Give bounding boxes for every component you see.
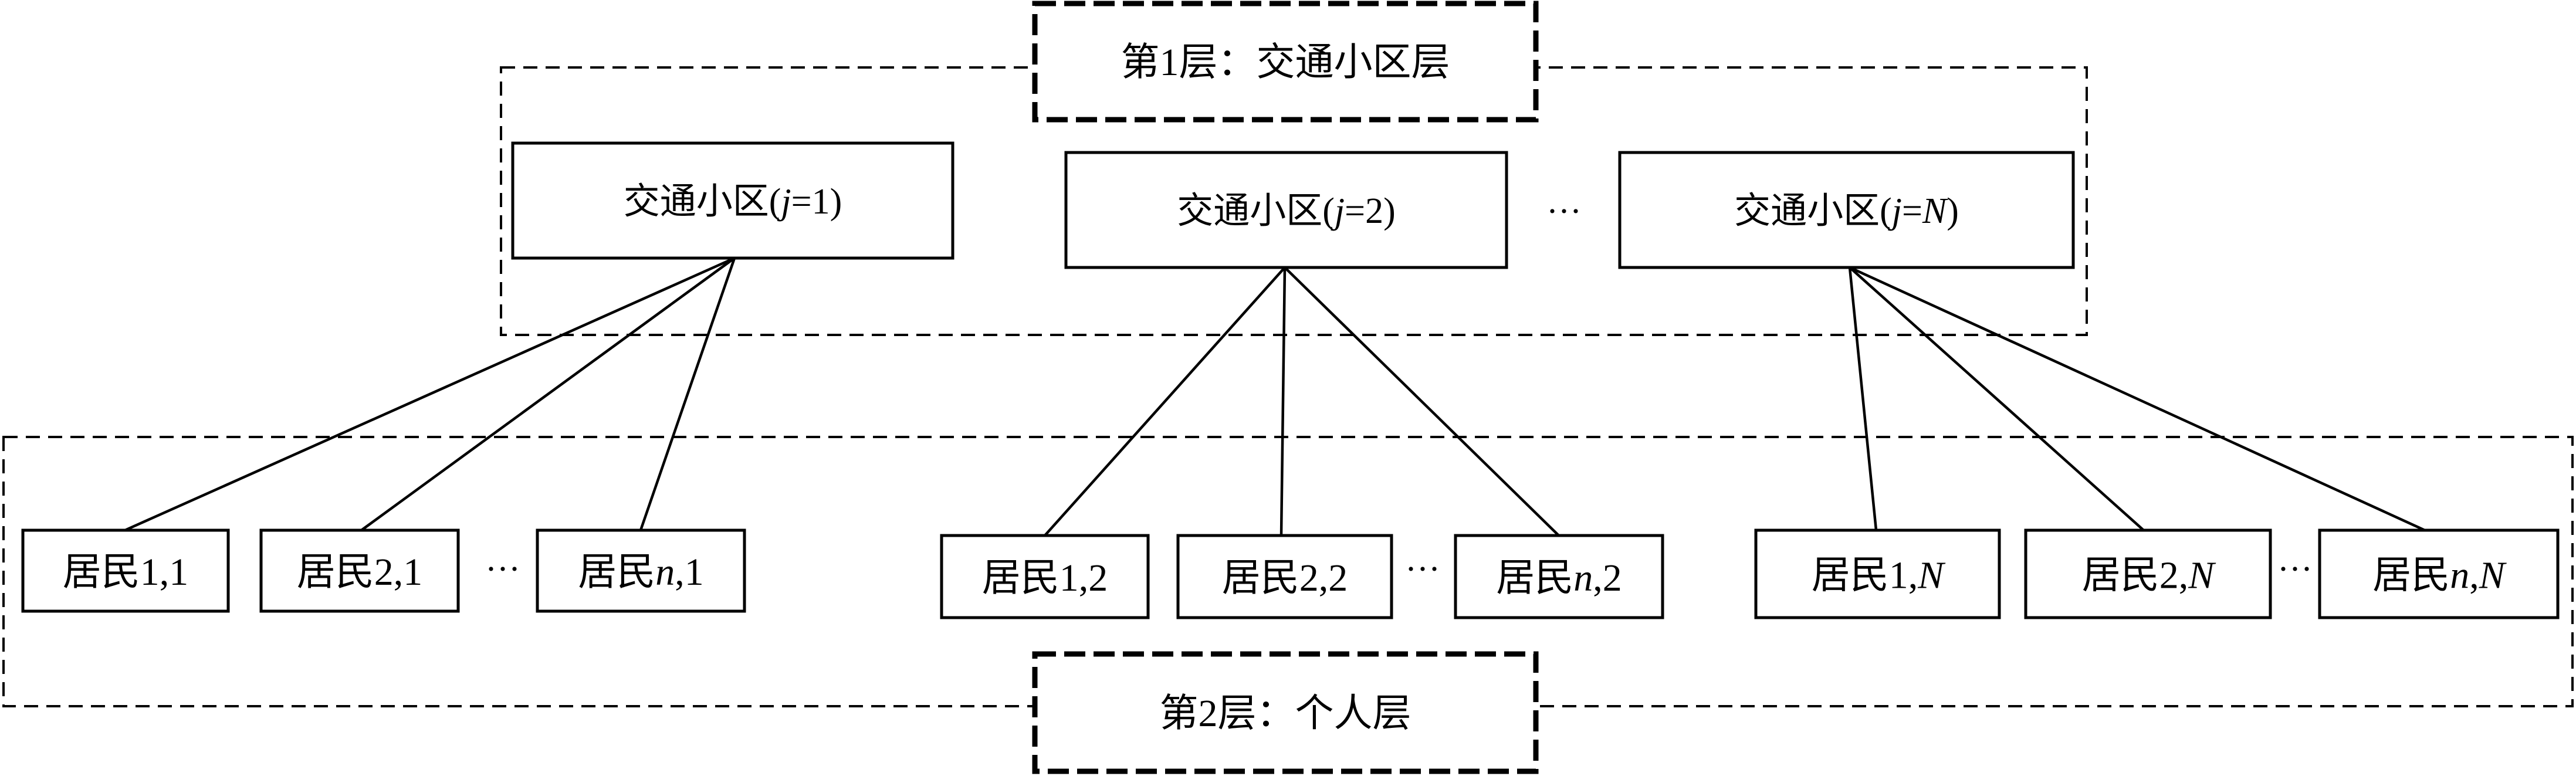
resident-label-sep: , bbox=[1319, 557, 1329, 599]
resident-label-prefix: 居民 bbox=[1496, 557, 1573, 599]
zone-label-value: N bbox=[1922, 191, 1949, 231]
resident-box-1-2: 居民1,2 bbox=[940, 534, 1150, 619]
resident-label-prefix: 居民 bbox=[1812, 554, 1889, 597]
zone-label-value: 1 bbox=[812, 182, 830, 222]
resident-label-index: 2 bbox=[1299, 557, 1319, 599]
resident-label-sep: , bbox=[2179, 554, 2189, 597]
resident-label-prefix: 居民 bbox=[2372, 554, 2450, 597]
resident-label: 居民1,1 bbox=[63, 551, 189, 594]
link-zone-2-resident-2 bbox=[1279, 267, 1287, 536]
resident-label-zone: N bbox=[2479, 554, 2507, 597]
layer-1-label: 第1层：交通小区层 bbox=[1032, 1, 1539, 123]
resident-label-index: 2 bbox=[374, 551, 394, 594]
resident-label-prefix: 居民 bbox=[2082, 554, 2159, 597]
resident-label: 居民n,N bbox=[2372, 554, 2507, 597]
resident-label-prefix: 居民 bbox=[1222, 557, 1299, 599]
resident-label: 居民2,1 bbox=[297, 551, 423, 594]
resident-label-prefix: 居民 bbox=[578, 551, 655, 594]
resident-ellipsis-1: ··· bbox=[485, 550, 520, 588]
resident-label-zone: 2 bbox=[1603, 557, 1622, 599]
resident-label-index: 2 bbox=[2159, 554, 2179, 597]
zone-box-2: 交通小区(j=2) bbox=[1064, 151, 1508, 269]
zone-label-value: 2 bbox=[1365, 191, 1383, 231]
layer-1-label-text: 第1层：交通小区层 bbox=[1121, 41, 1450, 84]
zone-label: 交通小区(j=1) bbox=[624, 182, 842, 222]
zone-label: 交通小区(j=N) bbox=[1734, 191, 1959, 231]
resident-label-zone: 1 bbox=[685, 551, 704, 594]
resident-box-1-3: 居民1,N bbox=[1754, 528, 2001, 619]
resident-label-zone: 2 bbox=[1328, 557, 1348, 599]
link-zone-3-resident-2 bbox=[1849, 266, 2145, 531]
zone-resident-links bbox=[124, 256, 2437, 537]
zone-label-prefix: 交通小区( bbox=[624, 182, 781, 222]
resident-label-sep: , bbox=[2469, 554, 2479, 597]
resident-label: 居民2,2 bbox=[1222, 557, 1348, 599]
traffic-zones: 交通小区(j=1) 交通小区(j=2) 交通小区(j=N) bbox=[511, 141, 2075, 269]
resident-box-3-1: 居民n,1 bbox=[536, 528, 746, 613]
resident-label-sep: , bbox=[1908, 554, 1918, 597]
resident-label: 居民1,2 bbox=[982, 557, 1108, 599]
link-zone-2-resident-3 bbox=[1284, 266, 1560, 537]
layer-2-label: 第2层：个人层 bbox=[1032, 651, 1539, 774]
link-zone-2-resident-1 bbox=[1044, 266, 1286, 537]
zone-label-eq: = bbox=[791, 182, 812, 222]
zone-label-suffix: ) bbox=[1383, 191, 1396, 231]
resident-box-1-1: 居民1,1 bbox=[21, 528, 230, 613]
resident-label-sep: , bbox=[394, 551, 404, 594]
zone-label-prefix: 交通小区( bbox=[1177, 191, 1335, 231]
link-zone-3-resident-1 bbox=[1848, 267, 1878, 531]
link-zone-1-resident-3 bbox=[639, 257, 736, 531]
resident-label-index: n bbox=[1573, 557, 1593, 599]
resident-box-2-3: 居民2,N bbox=[2024, 528, 2272, 619]
link-zone-1-resident-2 bbox=[360, 257, 736, 531]
resident-label: 居民2,N bbox=[2082, 554, 2217, 597]
zone-box-1: 交通小区(j=1) bbox=[511, 141, 954, 260]
zone-label-suffix: ) bbox=[1947, 191, 1959, 231]
zone-ellipsis: ··· bbox=[1546, 192, 1582, 231]
resident-label-prefix: 居民 bbox=[297, 551, 374, 594]
zone-label-suffix: ) bbox=[830, 182, 842, 222]
zone-box-3: 交通小区(j=N) bbox=[1618, 151, 2075, 269]
resident-label-prefix: 居民 bbox=[63, 551, 140, 594]
resident-label-index: 1 bbox=[1059, 557, 1079, 599]
resident-label-sep: , bbox=[1079, 557, 1089, 599]
resident-label-sep: , bbox=[160, 551, 170, 594]
resident-box-2-2: 居民2,2 bbox=[1176, 534, 1393, 619]
resident-label-zone: N bbox=[2188, 554, 2216, 597]
resident-label-index: n bbox=[655, 551, 675, 594]
resident-label-index: n bbox=[2450, 554, 2469, 597]
zone-label-eq: = bbox=[1345, 191, 1365, 231]
resident-label: 居民1,N bbox=[1812, 554, 1947, 597]
layer-2-frame bbox=[2, 436, 2574, 707]
resident-ellipsis-3: ··· bbox=[2277, 550, 2313, 588]
resident-label-index: 1 bbox=[1889, 554, 1908, 597]
resident-ellipsis-2: ··· bbox=[1405, 550, 1440, 588]
zone-label-prefix: 交通小区( bbox=[1734, 191, 1892, 231]
zone-label: 交通小区(j=2) bbox=[1177, 191, 1396, 231]
resident-box-2-1: 居民2,1 bbox=[259, 528, 460, 613]
resident-label-sep: , bbox=[1593, 557, 1603, 599]
resident-label: 居民n,2 bbox=[1496, 557, 1622, 599]
resident-box-3-3: 居民n,N bbox=[2318, 528, 2560, 619]
resident-label-sep: , bbox=[675, 551, 685, 594]
resident-label-zone: 1 bbox=[169, 551, 188, 594]
link-zone-3-resident-3 bbox=[1849, 266, 2437, 537]
resident-label: 居民n,1 bbox=[578, 551, 704, 594]
resident-label-zone: 1 bbox=[403, 551, 422, 594]
resident-label-zone: 2 bbox=[1088, 557, 1108, 599]
zone-label-eq: = bbox=[1902, 191, 1922, 231]
layer-2-label-text: 第2层：个人层 bbox=[1160, 692, 1411, 735]
resident-label-index: 1 bbox=[140, 551, 160, 594]
resident-label-prefix: 居民 bbox=[982, 557, 1059, 599]
resident-box-3-2: 居民n,2 bbox=[1454, 534, 1664, 619]
link-zone-1-resident-1 bbox=[124, 256, 735, 532]
resident-label-zone: N bbox=[1917, 554, 1946, 597]
